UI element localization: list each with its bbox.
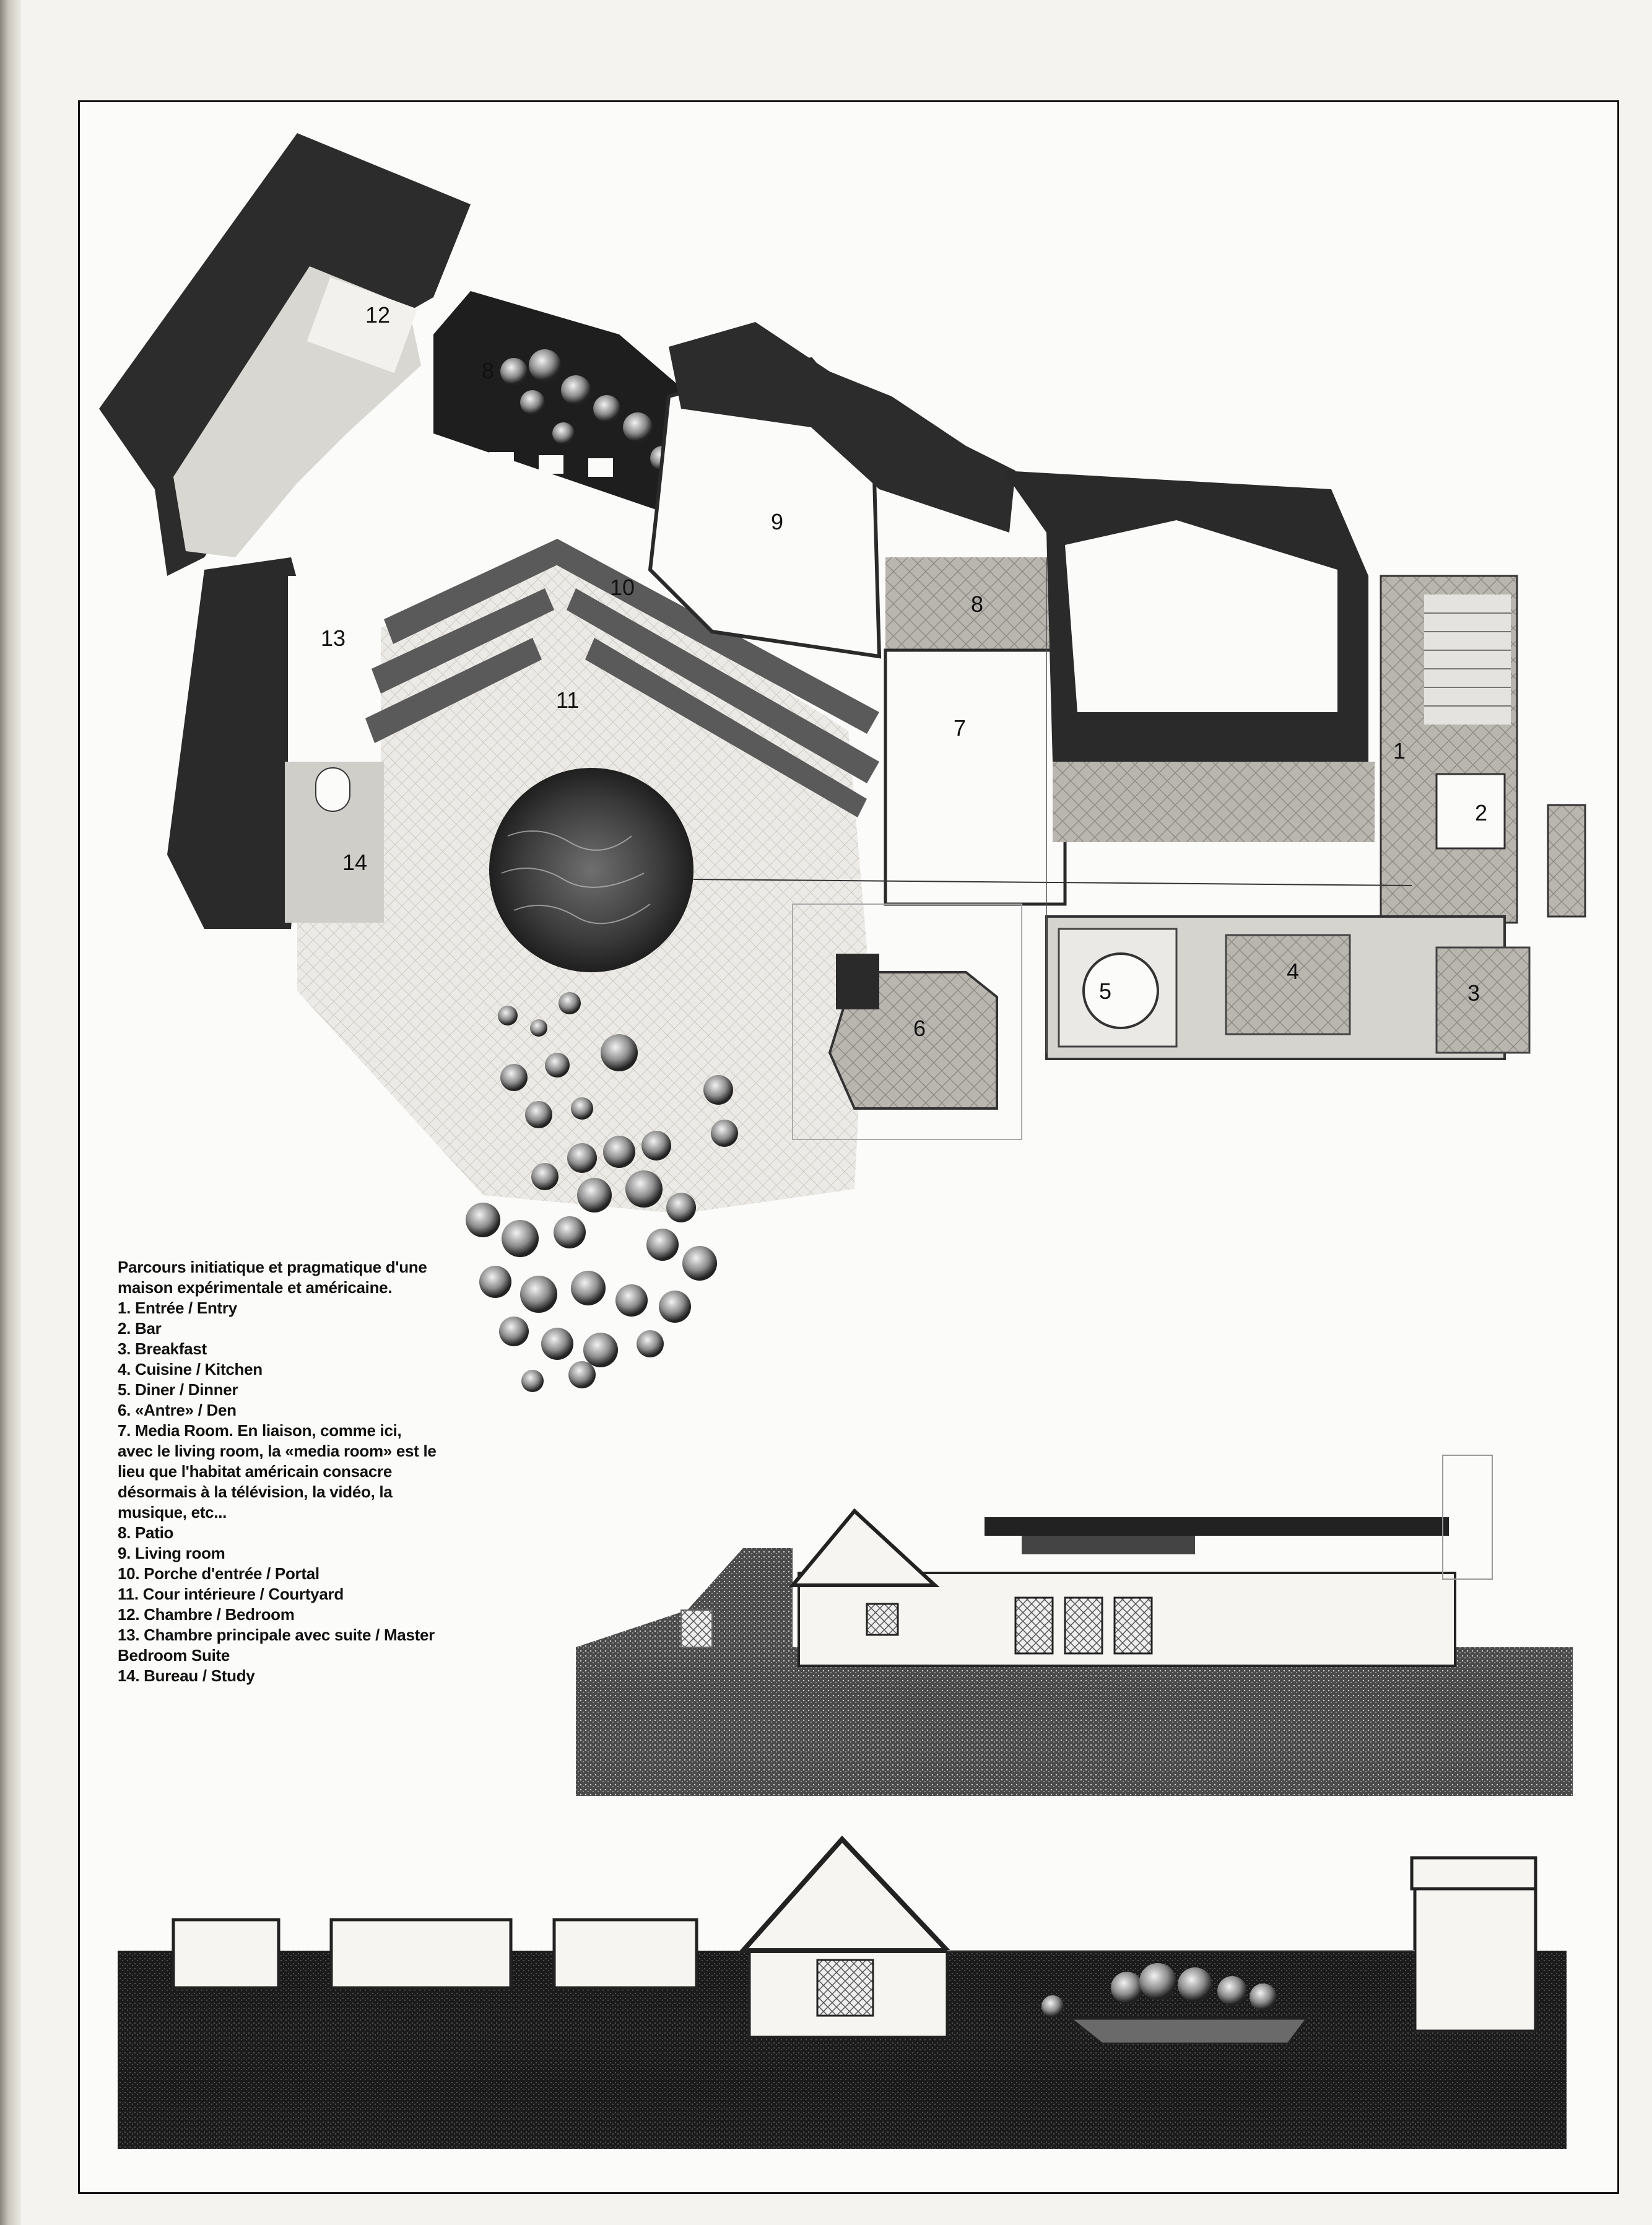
east-block-void: [1065, 520, 1337, 712]
dinner-table-apse: [1082, 952, 1159, 1029]
legend-item-courtyard: 11. Cour intérieure / Courtyard: [118, 1585, 344, 1603]
section1-tower: [1442, 1455, 1493, 1580]
master-bedroom-13-room: [288, 576, 381, 762]
section1-lattice-b: [1064, 1596, 1103, 1655]
west-wing-roof: [167, 557, 310, 929]
legend-item-dinner: 5. Diner / Dinner: [118, 1380, 238, 1399]
legend-item-media-room: 7. Media Room. En liaison, comme ici, av…: [118, 1421, 437, 1522]
legend-item-portal: 10. Porche d'entrée / Portal: [118, 1564, 320, 1583]
section1-ground: [576, 1647, 1573, 1796]
entry-stair: [1424, 594, 1511, 725]
service-row: [1053, 762, 1375, 842]
section2-shrubs: [1041, 1963, 1277, 2018]
plan-label-breakfast: 3: [1467, 980, 1480, 1006]
plan-label-patio-b: 8: [971, 591, 984, 617]
patio-openings: [489, 452, 613, 477]
courtyard-pool: [489, 768, 693, 972]
media-room-7: [884, 648, 1067, 906]
section1-berm: [576, 1548, 793, 1647]
plan-legend: Parcours initiatique et pragmatique d'un…: [118, 1257, 440, 1686]
legend-item-kitchen: 4. Cuisine / Kitchen: [118, 1360, 263, 1378]
legend-item-bar: 2. Bar: [118, 1319, 162, 1338]
section2-lattice: [816, 1959, 874, 2017]
legend-item-breakfast: 3. Breakfast: [118, 1339, 207, 1358]
legend-item-den: 6. «Antre» / Den: [118, 1401, 237, 1419]
section1-screen: [680, 1609, 713, 1648]
study-stair-curve: [315, 767, 350, 812]
plan-label-patio-a: 8: [482, 358, 495, 383]
entry-stair-treads: [1424, 612, 1511, 707]
portal-arcade-west: [365, 539, 567, 743]
kitchen-4-room: [1225, 934, 1351, 1035]
legend-item-patio: 8. Patio: [118, 1523, 174, 1542]
legend-intro: Parcours initiatique et pragmatique d'un…: [118, 1258, 427, 1297]
legend-item-bedroom: 12. Chambre / Bedroom: [118, 1605, 295, 1624]
legend-item-entry: 1. Entrée / Entry: [118, 1299, 237, 1317]
plan-label-entry: 1: [1393, 738, 1406, 764]
plan-label-master-bedroom: 13: [321, 625, 346, 651]
page-binding-edge: [0, 0, 21, 2225]
plan-label-kitchen: 4: [1287, 959, 1300, 984]
pool-ripples: [501, 830, 651, 925]
section1-lattice-d: [866, 1603, 899, 1636]
plan-label-portal: 10: [610, 575, 635, 600]
portal-arcade-east: [548, 539, 879, 817]
plan-label-study: 14: [342, 850, 368, 875]
legend-item-study: 14. Bureau / Study: [118, 1666, 255, 1685]
section1-gable: [788, 1508, 940, 1587]
breakfast-3-room: [1435, 946, 1531, 1054]
living-room-roof-north: [669, 322, 1015, 533]
bar-2-room: [1435, 773, 1506, 850]
plan-label-dinner: 5: [1099, 978, 1112, 1004]
section2-tower-top: [1410, 1856, 1537, 1891]
legend-item-master-bedroom: 13. Chambre principale avec suite / Mast…: [118, 1626, 435, 1665]
patio-8-east: [885, 557, 1053, 650]
section1-roof-slab: [985, 1517, 1449, 1536]
section1-lattice-a: [1014, 1596, 1054, 1655]
section2-pool: [1068, 2018, 1308, 2045]
garden-shrubs: [466, 992, 738, 1392]
legend-item-living-room: 9. Living room: [118, 1544, 225, 1562]
section1-lattice-c: [1113, 1596, 1153, 1655]
bedroom-12-room: [306, 277, 418, 373]
plan-label-bar: 2: [1475, 800, 1488, 825]
den-terrace-outline: [792, 903, 1022, 1140]
plan-label-courtyard: 11: [556, 687, 580, 713]
den-chimney: [836, 954, 879, 1009]
section1-clerestory: [1022, 1536, 1195, 1554]
plan-label-living-room: 9: [771, 509, 784, 534]
entry-outbuilding: [1547, 804, 1586, 918]
plan-label-bedroom: 12: [365, 302, 391, 328]
plan-axis-ew: [693, 879, 1412, 886]
legend-list: 1. Entrée / Entry 2. Bar 3. Breakfast 4.…: [118, 1298, 440, 1686]
plan-label-media-room: 7: [954, 715, 967, 741]
plan-label-den: 6: [913, 1016, 926, 1041]
section2-gable: [737, 1835, 954, 1953]
